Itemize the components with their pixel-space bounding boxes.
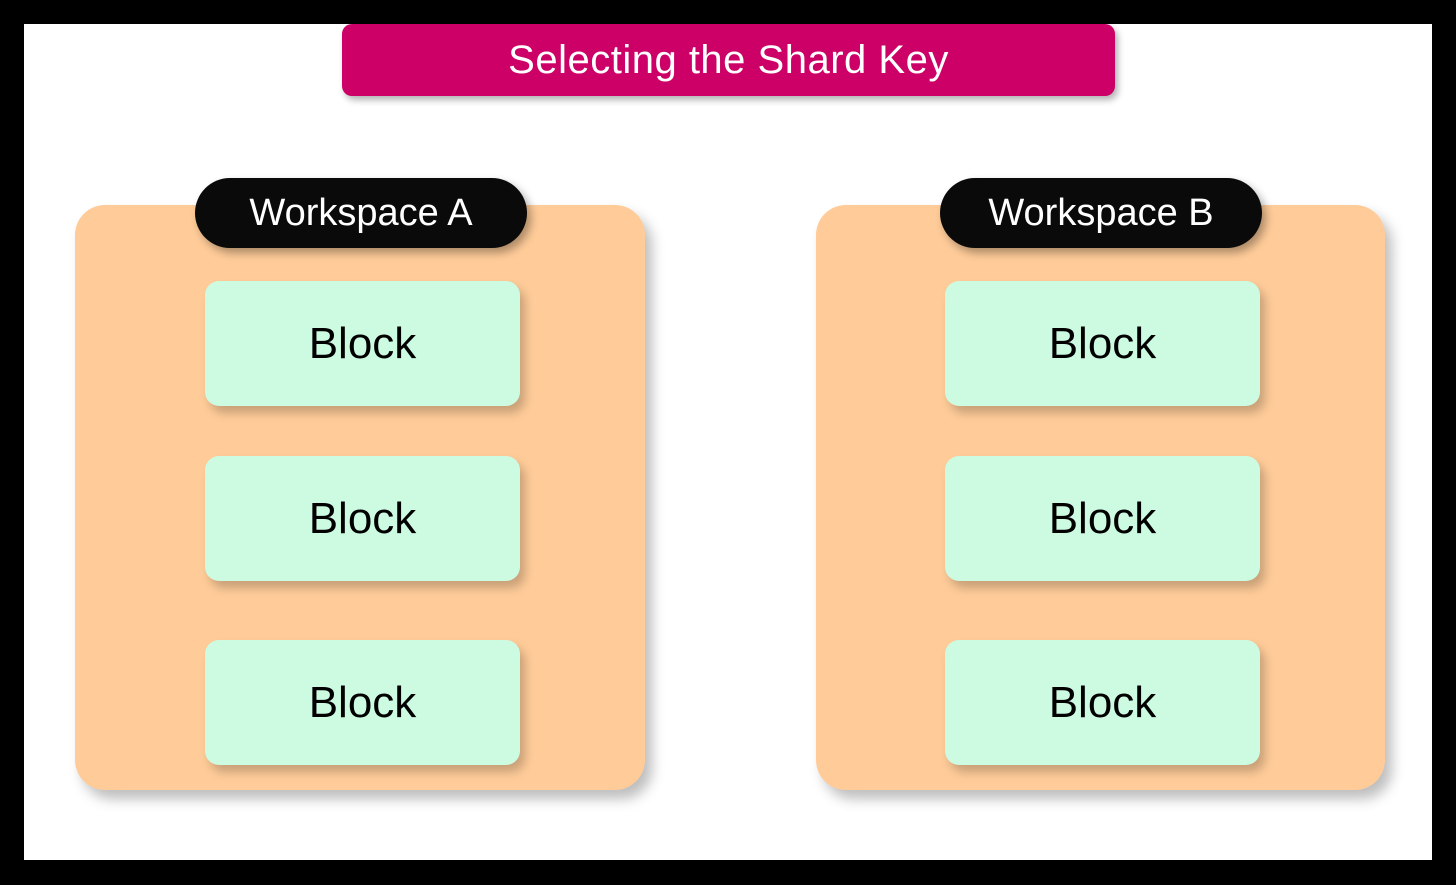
workspace-label-a[interactable]: Workspace A — [195, 178, 527, 248]
block-card-label: Block — [308, 677, 417, 727]
page-title: Selecting the Shard Key — [508, 38, 949, 82]
block-card-label: Block — [308, 318, 417, 368]
block-card[interactable]: Block — [945, 640, 1260, 765]
slide-canvas: Selecting the Shard Key Workspace A Bloc… — [24, 24, 1432, 860]
workspace-label-b-text: Workspace B — [988, 192, 1214, 234]
block-card[interactable]: Block — [205, 640, 520, 765]
block-card[interactable]: Block — [205, 456, 520, 581]
block-card-label: Block — [1048, 318, 1157, 368]
slide-title-banner: Selecting the Shard Key — [342, 24, 1115, 96]
block-card[interactable]: Block — [945, 281, 1260, 406]
block-card-label: Block — [1048, 493, 1157, 543]
block-card-label: Block — [308, 493, 417, 543]
block-card-label: Block — [1048, 677, 1157, 727]
workspace-label-a-text: Workspace A — [249, 192, 473, 234]
block-card[interactable]: Block — [945, 456, 1260, 581]
block-card[interactable]: Block — [205, 281, 520, 406]
workspace-label-b[interactable]: Workspace B — [940, 178, 1262, 248]
